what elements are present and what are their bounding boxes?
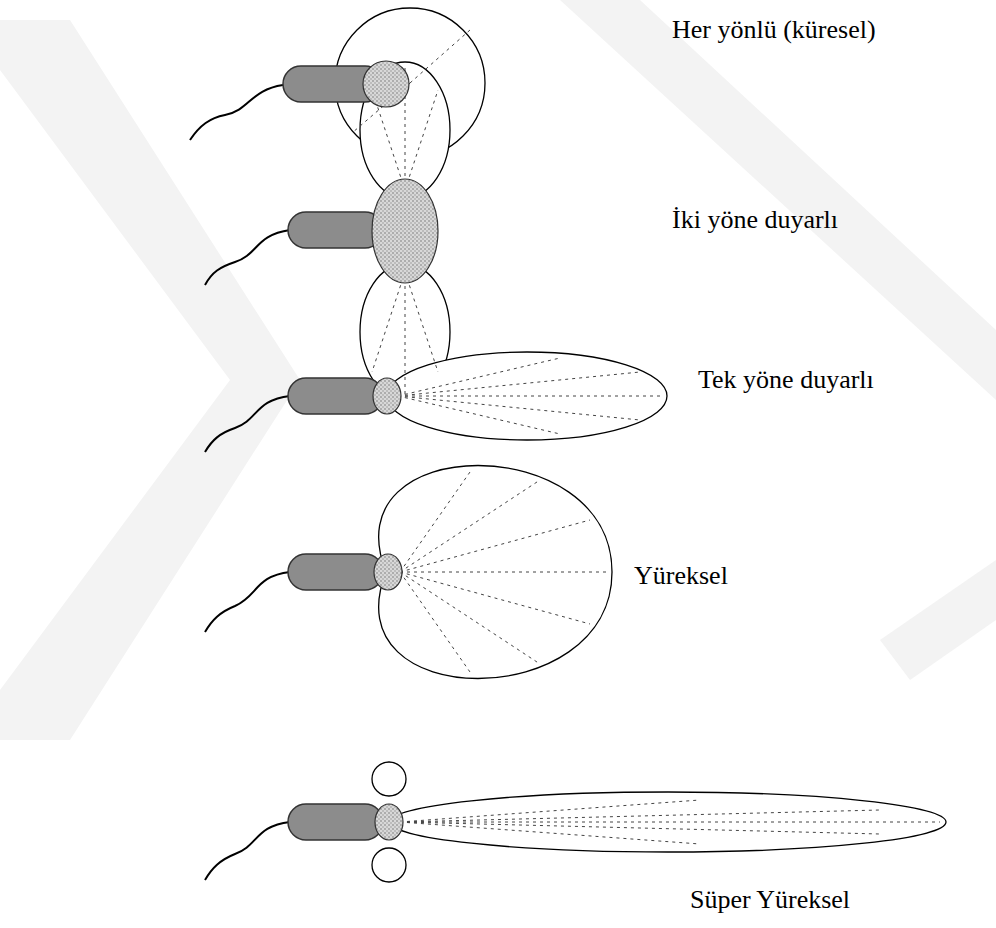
- pattern-label: Yüreksel: [634, 560, 728, 591]
- pattern-label: İki yöne duyarlı: [672, 204, 838, 235]
- pattern-label: Her yönlü (küresel): [672, 14, 876, 45]
- microphone-bodies: [190, 61, 438, 880]
- watermark: [0, 0, 996, 740]
- lobes: [335, 8, 946, 882]
- cables: [190, 85, 290, 880]
- pickup-rays: [352, 30, 940, 844]
- pattern-label: Süper Yüreksel: [690, 884, 850, 915]
- pattern-label: Tek yöne duyarlı: [698, 364, 874, 395]
